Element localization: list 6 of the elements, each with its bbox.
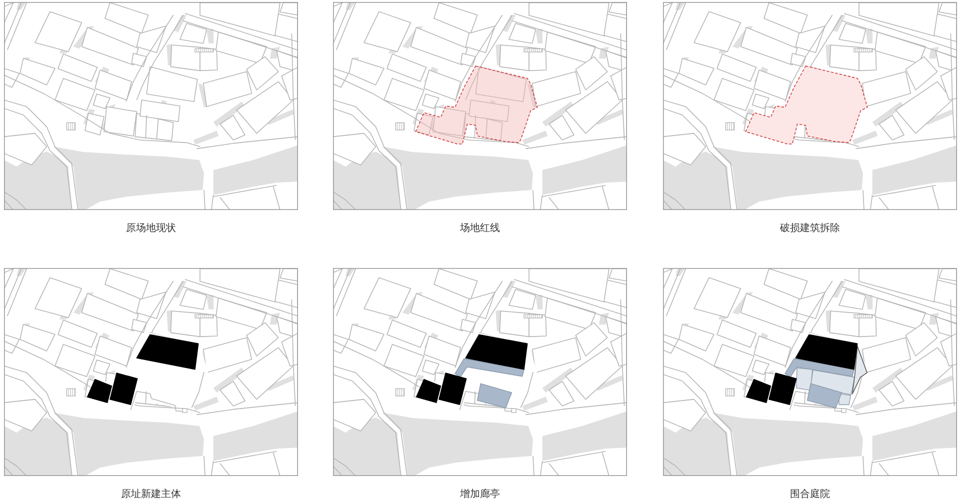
caption: 破损建筑拆除 (780, 223, 840, 234)
caption: 原址新建主体 (121, 489, 181, 500)
caption: 增加廊亭 (460, 489, 500, 500)
caption: 围合庭院 (790, 489, 830, 500)
caption: 原场地现状 (126, 223, 176, 234)
caption: 场地红线 (460, 223, 500, 234)
